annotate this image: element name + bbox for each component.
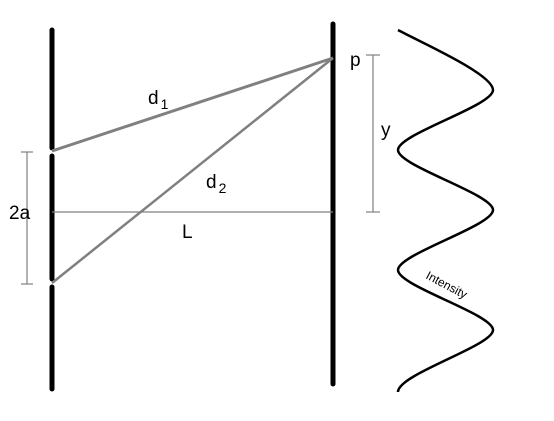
label-2a: 2a (9, 203, 31, 224)
offset-y-bracket (366, 54, 380, 213)
label-y: y (381, 120, 391, 141)
label-intensity: Intensity (424, 268, 470, 301)
label-L: L (182, 222, 193, 243)
ray-d1 (51, 56, 334, 153)
intensity-curve (396, 28, 495, 393)
ray-d2 (51, 57, 334, 284)
label-p: p (350, 50, 361, 71)
slit-separation-bracket (21, 151, 33, 285)
